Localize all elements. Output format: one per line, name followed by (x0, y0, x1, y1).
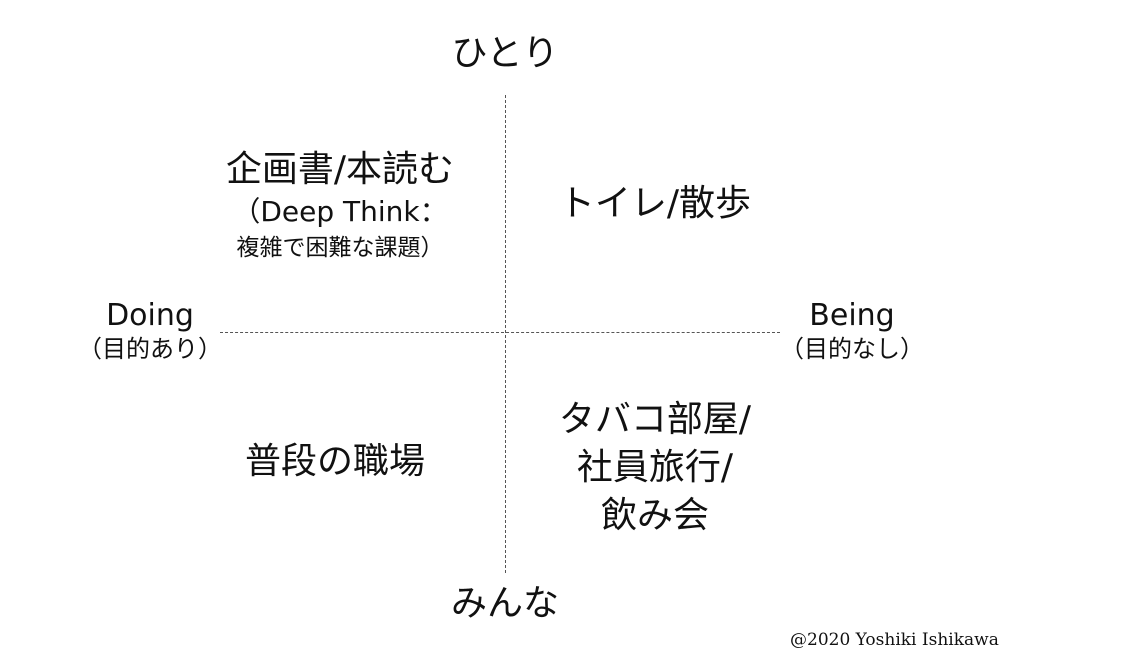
axis-label-bottom: みんな (450, 583, 559, 624)
quadrant-top-right: トイレ/散歩 (558, 183, 752, 224)
quadrant-bottom-left: 普段の職場 (244, 441, 425, 482)
quadrant-bottom-right: タバコ部屋/ 社員旅行/ 飲み会 (535, 396, 775, 540)
axis-left-main: Doing (106, 298, 194, 333)
axis-right-sub: （目的なし） (780, 335, 924, 363)
quadrant-bottom-right-line2: 社員旅行/ (576, 447, 734, 488)
axis-right-main: Being (809, 298, 895, 333)
axis-label-left: Doing （目的あり） (70, 298, 230, 364)
axis-left-sub: （目的あり） (78, 335, 222, 363)
quadrant-top-left-line1: 企画書/本読む (225, 149, 455, 190)
quadrant-bottom-right-line1: タバコ部屋/ (558, 399, 752, 440)
quadrant-bottom-right-line3: 飲み会 (600, 495, 709, 536)
quadrant-top-left-line3: 複雑で困難な課題） (236, 235, 444, 261)
quadrant-top-left-line2: （Deep Think： (232, 195, 448, 228)
copyright-notice: @2020 Yoshiki Ishikawa (790, 630, 999, 650)
axis-label-right: Being （目的なし） (772, 298, 932, 364)
quadrant-top-left: 企画書/本読む （Deep Think： 複雑で困難な課題） (195, 148, 485, 264)
horizontal-axis-line (220, 332, 780, 333)
axis-label-top: ひとり (451, 33, 559, 74)
vertical-axis-line (505, 95, 506, 573)
